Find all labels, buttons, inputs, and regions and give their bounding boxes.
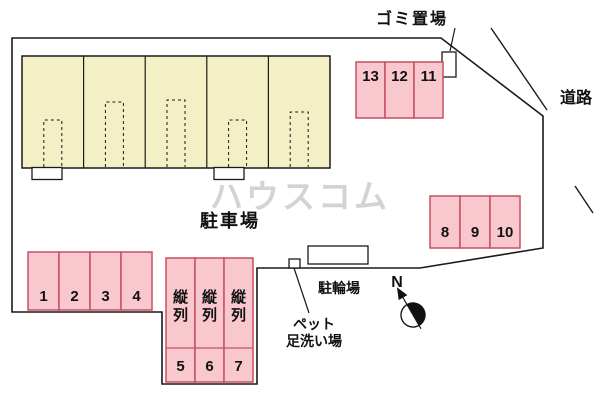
bicycle-label: 駐輪場	[318, 280, 360, 296]
space-number: 2	[70, 288, 78, 305]
compass-arrow-shaft	[400, 294, 422, 330]
tandem-label: 列	[231, 306, 246, 324]
space-number: 7	[234, 358, 242, 375]
tandem-label: 縦	[231, 288, 247, 306]
north-compass	[397, 287, 426, 330]
porch-step	[213, 166, 245, 181]
tandem-label: 縦	[202, 288, 218, 306]
entry-dashed-mark	[43, 119, 63, 167]
parking-lot-label: 駐車場	[200, 210, 260, 231]
garbage-label: ゴミ置場	[376, 9, 448, 28]
building	[21, 55, 331, 169]
pet-wash-leader-line	[293, 267, 310, 314]
property-boundary	[11, 37, 544, 385]
space-number: 4	[132, 288, 141, 305]
pet-wash-box	[288, 258, 301, 269]
garbage-leader-line	[449, 27, 456, 52]
entry-dashed-mark	[104, 101, 124, 167]
space-number: 5	[176, 358, 184, 375]
parking-space-5	[165, 257, 196, 383]
space-number: 12	[391, 68, 408, 85]
space-number: 11	[421, 68, 437, 85]
entry-dashed-mark	[228, 119, 248, 167]
parking-space-3	[89, 251, 122, 311]
space-number: 13	[362, 68, 379, 85]
compass-needle	[407, 303, 425, 326]
bicycle-shed	[307, 245, 369, 265]
pet-wash-label: 足洗い場	[286, 333, 342, 349]
tandem-label: 縦	[173, 288, 189, 306]
pet-wash-label: ペット	[293, 316, 335, 332]
parking-space-4	[120, 251, 153, 311]
space-number: 6	[205, 358, 213, 375]
space-number: 9	[471, 224, 479, 241]
tandem-label: 列	[202, 306, 217, 324]
north-label: N	[391, 274, 403, 291]
parking-space-2	[58, 251, 91, 311]
compass-arrow-head	[397, 287, 408, 301]
porch-step	[31, 166, 63, 181]
space-number: 10	[497, 224, 514, 241]
watermark: ハウスコム	[210, 178, 390, 215]
road-label: 道路	[560, 88, 593, 107]
parking-space-10	[489, 195, 521, 249]
parking-space-7	[223, 257, 254, 383]
space-number: 1	[39, 288, 47, 305]
space-number: 8	[441, 224, 449, 241]
space-number: 3	[101, 288, 109, 305]
parking-space-8	[429, 195, 461, 249]
road-edge-line	[490, 27, 548, 111]
parking-space-13	[355, 61, 386, 119]
garbage-box	[441, 51, 457, 78]
road-edge-line	[574, 185, 594, 214]
parking-space-12	[384, 61, 415, 119]
parking-space-6	[194, 257, 225, 383]
tandem-label: 列	[173, 306, 188, 324]
parking-space-11	[413, 61, 444, 119]
